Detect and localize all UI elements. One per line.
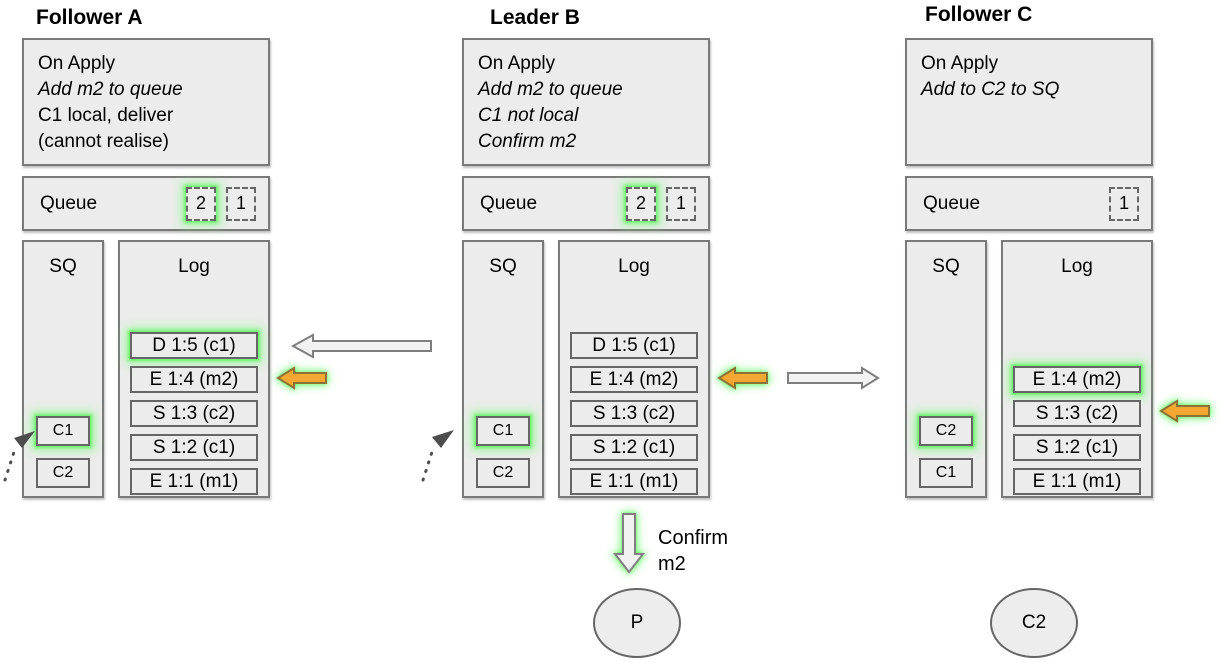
queue-box-c: Queue 1 — [905, 176, 1153, 231]
deliver-down-arrow-icon — [613, 513, 645, 574]
node-follower-a: Follower A On Apply Add m2 to queue C1 l… — [22, 0, 270, 667]
node-title-leader-b: Leader B — [490, 6, 580, 29]
confirm-orange-arrow-c-icon — [1159, 399, 1210, 423]
log-box-c: Log E 1:4 (m2) S 1:3 (c2) S 1:2 (c1) E 1… — [1001, 240, 1153, 498]
sq-item-c2: C2 — [919, 416, 973, 446]
queue-label: Queue — [40, 192, 98, 214]
queue-box-a: Queue 2 1 — [22, 176, 270, 231]
sq-label: SQ — [49, 256, 77, 277]
confirm-orange-arrow-b-icon — [717, 366, 768, 390]
process-p-ellipse: P — [593, 588, 681, 658]
log-entry: D 1:5 (c1) — [130, 332, 258, 359]
node-follower-c: Follower C On Apply Add to C2 to SQ Queu… — [905, 0, 1153, 667]
log-entry: E 1:1 (m1) — [570, 468, 698, 495]
sq-item-c2: C2 — [36, 458, 90, 488]
on-apply-box-a: On Apply Add m2 to queue C1 local, deliv… — [22, 38, 270, 166]
apply-line: On Apply — [478, 53, 556, 74]
dotted-arrow-to-sq-a-icon — [3, 431, 35, 482]
queue-slot-1: 1 — [666, 186, 696, 221]
apply-line: Add to C2 to SQ — [921, 79, 1060, 100]
log-entry: D 1:5 (c1) — [570, 332, 698, 359]
log-entry: E 1:4 (m2) — [1013, 366, 1141, 393]
sq-item-c1: C1 — [36, 416, 90, 446]
process-c2-label: C2 — [1021, 612, 1047, 633]
log-entries-b: D 1:5 (c1) E 1:4 (m2) S 1:3 (c2) S 1:2 (… — [570, 332, 698, 495]
sq-items-b: C1 C2 — [476, 416, 530, 488]
queue-box-b: Queue 2 1 — [462, 176, 710, 231]
apply-line: Add m2 to queue — [478, 79, 623, 100]
on-apply-box-c: On Apply Add to C2 to SQ — [905, 38, 1153, 166]
queue-slot-2: 2 — [626, 186, 656, 221]
apply-line: Add m2 to queue — [38, 79, 183, 100]
node-title-follower-a: Follower A — [36, 6, 143, 29]
node-title-follower-c: Follower C — [925, 3, 1033, 26]
on-apply-box-b: On Apply Add m2 to queue C1 not local Co… — [462, 38, 710, 166]
log-label: Log — [1061, 256, 1093, 277]
log-entries-a: D 1:5 (c1) E 1:4 (m2) S 1:3 (c2) S 1:2 (… — [130, 332, 258, 495]
apply-line: C1 local, deliver — [38, 105, 174, 126]
replicate-right-arrow-icon — [787, 366, 880, 390]
apply-line: C1 not local — [478, 105, 579, 126]
confirm-line1: Confirm — [658, 527, 729, 549]
log-entry: S 1:2 (c1) — [130, 434, 258, 461]
queue-slot-1: 1 — [226, 186, 256, 221]
log-box-a: Log D 1:5 (c1) E 1:4 (m2) S 1:3 (c2) S 1… — [118, 240, 270, 498]
queue-label: Queue — [480, 192, 538, 214]
sq-label: SQ — [932, 256, 960, 277]
log-entry: E 1:1 (m1) — [130, 468, 258, 495]
sq-box-a: SQ C1 C2 — [22, 240, 104, 498]
log-box-b: Log D 1:5 (c1) E 1:4 (m2) S 1:3 (c2) S 1… — [558, 240, 710, 498]
queue-items-b: 2 1 — [626, 186, 696, 221]
log-entry: S 1:3 (c2) — [570, 400, 698, 427]
apply-line: (cannot realise) — [38, 131, 169, 152]
queue-items-c: 1 — [1109, 186, 1139, 221]
queue-label: Queue — [923, 192, 981, 214]
dotted-arrow-to-sq-b-icon — [421, 430, 454, 482]
node-leader-b: Leader B On Apply Add m2 to queue C1 not… — [462, 0, 710, 667]
queue-slot-2: 2 — [186, 186, 216, 221]
log-label: Log — [178, 256, 210, 277]
replicate-left-arrow-icon — [290, 333, 432, 359]
log-entry: E 1:4 (m2) — [570, 366, 698, 393]
log-entries-c: E 1:4 (m2) S 1:3 (c2) S 1:2 (c1) E 1:1 (… — [1013, 366, 1141, 495]
sq-box-c: SQ C2 C1 — [905, 240, 987, 498]
process-p-label: P — [630, 612, 644, 633]
apply-line: On Apply — [921, 53, 999, 74]
log-entry: S 1:3 (c2) — [130, 400, 258, 427]
sq-items-a: C1 C2 — [36, 416, 90, 488]
process-c2-ellipse: C2 — [990, 588, 1078, 658]
sq-item-c2: C2 — [476, 458, 530, 488]
sq-item-c1: C1 — [919, 458, 973, 488]
log-entry: E 1:1 (m1) — [1013, 468, 1141, 495]
sq-item-c1: C1 — [476, 416, 530, 446]
apply-line: On Apply — [38, 53, 116, 74]
confirm-orange-arrow-a-icon — [276, 366, 327, 390]
sq-box-b: SQ C1 C2 — [462, 240, 544, 498]
sq-label: SQ — [489, 256, 517, 277]
log-label: Log — [618, 256, 650, 277]
confirm-line2: m2 — [658, 553, 686, 575]
sq-items-c: C2 C1 — [919, 416, 973, 488]
log-entry: S 1:3 (c2) — [1013, 400, 1141, 427]
log-entry: S 1:2 (c1) — [1013, 434, 1141, 461]
log-entry: S 1:2 (c1) — [570, 434, 698, 461]
queue-items-a: 2 1 — [186, 186, 256, 221]
apply-line: Confirm m2 — [478, 131, 577, 152]
queue-slot-1: 1 — [1109, 186, 1139, 221]
confirm-m2-label: Confirm m2 — [658, 525, 728, 577]
log-entry: E 1:4 (m2) — [130, 366, 258, 393]
